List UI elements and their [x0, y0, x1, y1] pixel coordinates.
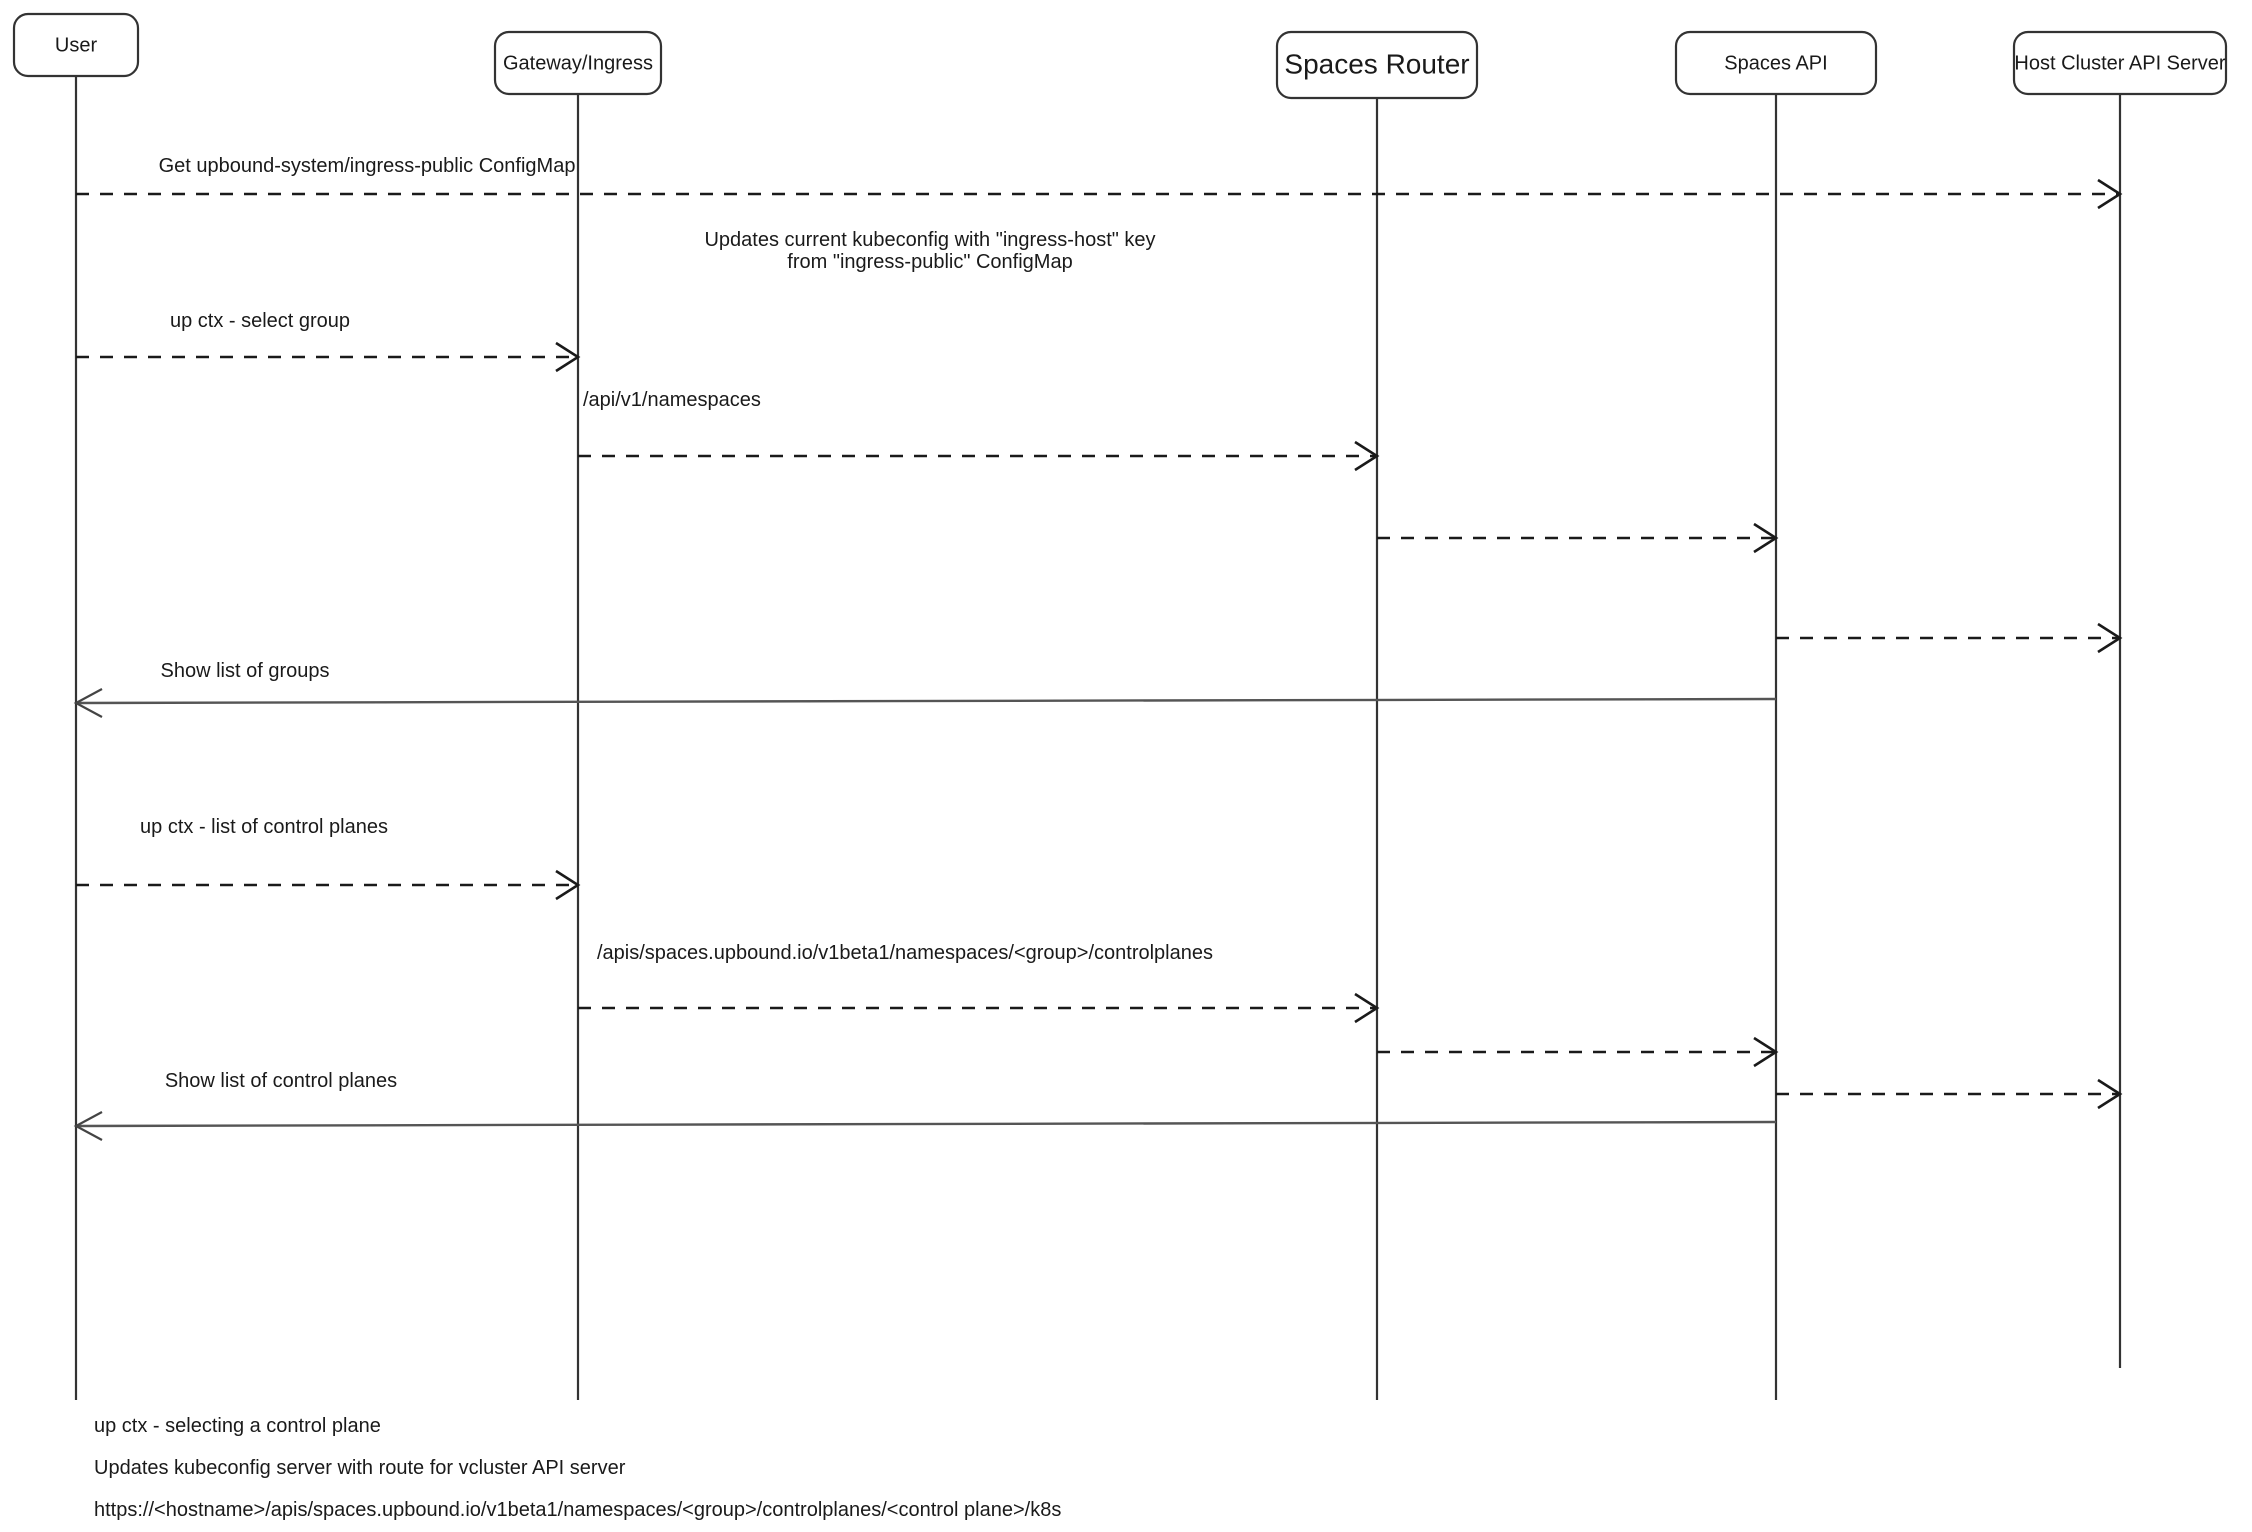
participant-user[interactable]: User [12, 12, 140, 78]
participant-host[interactable]: Host Cluster API Server [2012, 30, 2228, 96]
annotation-line: https://<hostname>/apis/spaces.upbound.i… [94, 1499, 1061, 1521]
message-m7: up ctx - list of control planes [76, 816, 581, 901]
participant-box-host [2012, 30, 2228, 96]
participant-box-api [1674, 30, 1878, 96]
note-n1: Updates current kubeconfig with "ingress… [704, 229, 1155, 273]
note-line: from "ingress-public" ConfigMap [787, 251, 1072, 273]
message-m4 [1377, 522, 1779, 554]
participant-label-host: Host Cluster API Server [2014, 52, 2226, 74]
arrowhead [73, 688, 103, 718]
message-label-m1: Get upbound-system/ingress-public Config… [159, 155, 576, 177]
arrowhead [1753, 522, 1779, 554]
participant-api[interactable]: Spaces API [1674, 30, 1878, 96]
arrowhead [2097, 1078, 2123, 1110]
annotation-line: up ctx - selecting a control plane [94, 1415, 381, 1437]
participant-box-gateway [493, 30, 663, 96]
participant-label-user: User [55, 34, 98, 56]
message-m10 [1776, 1078, 2123, 1110]
message-m6: Show list of groups [73, 660, 1777, 718]
participant-label-gateway: Gateway/Ingress [503, 52, 653, 74]
arrowhead [2097, 178, 2123, 210]
arrowhead [73, 1111, 103, 1141]
arrowhead [2097, 622, 2123, 654]
message-label-m3: /api/v1/namespaces [583, 389, 761, 411]
participant-gateway[interactable]: Gateway/Ingress [493, 30, 663, 96]
message-m8: /apis/spaces.upbound.io/v1beta1/namespac… [578, 942, 1380, 1024]
annotation-line: Updates kubeconfig server with route for… [94, 1457, 626, 1479]
participant-box-router [1275, 30, 1479, 100]
message-m11: Show list of control planes [73, 1070, 1777, 1141]
participant-label-api: Spaces API [1724, 52, 1827, 74]
message-line-m6 [75, 697, 1777, 705]
arrowhead [1354, 440, 1380, 472]
arrowhead [555, 341, 581, 373]
notes-layer: Updates current kubeconfig with "ingress… [94, 229, 1156, 1521]
message-label-m8: /apis/spaces.upbound.io/v1beta1/namespac… [597, 942, 1213, 964]
note-line: Updates current kubeconfig with "ingress… [704, 229, 1155, 251]
message-line-m11 [75, 1120, 1777, 1128]
message-label-m11: Show list of control planes [165, 1070, 397, 1092]
participant-box-user [12, 12, 140, 78]
message-m3: /api/v1/namespaces [578, 389, 1380, 472]
annotation-note: up ctx - selecting a control planeUpdate… [94, 1415, 1061, 1521]
messages-layer: Get upbound-system/ingress-public Config… [73, 155, 2123, 1141]
message-m2: up ctx - select group [76, 310, 581, 373]
arrowhead [555, 869, 581, 901]
participant-router[interactable]: Spaces Router [1275, 30, 1479, 100]
arrowhead [1753, 1036, 1779, 1068]
message-m9 [1377, 1036, 1779, 1068]
message-m1: Get upbound-system/ingress-public Config… [76, 155, 2123, 210]
message-label-m2: up ctx - select group [170, 310, 350, 332]
arrowhead [1354, 992, 1380, 1024]
message-m5 [1776, 622, 2123, 654]
message-label-m6: Show list of groups [161, 660, 330, 682]
participant-label-router: Spaces Router [1284, 48, 1469, 79]
message-label-m7: up ctx - list of control planes [140, 816, 388, 838]
lifelines-layer [74, 76, 2122, 1400]
